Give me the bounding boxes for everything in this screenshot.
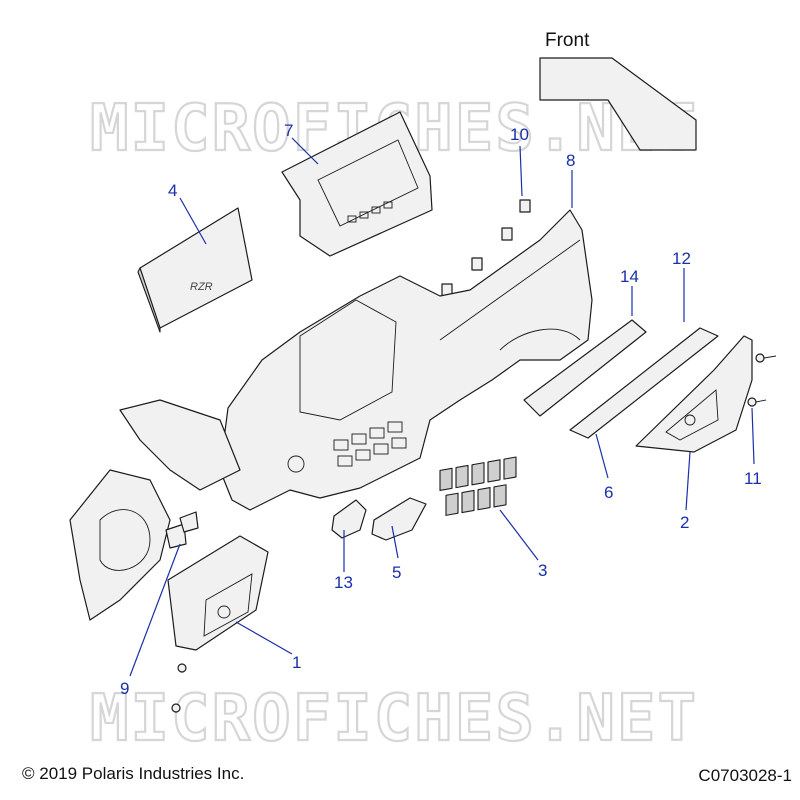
part-11-screws: [747, 353, 777, 407]
callout-7: 7: [284, 121, 293, 140]
svg-text:RZR: RZR: [190, 281, 213, 293]
part-14-rail: [523, 319, 647, 417]
callout-3: 3: [538, 561, 547, 580]
part-6-rail: [569, 327, 719, 439]
part-1-left-panel: [167, 535, 269, 713]
front-label: Front: [545, 30, 590, 51]
part-9-clips: [165, 511, 199, 549]
copyright-notice: © 2019 Polaris Industries Inc.: [22, 764, 245, 783]
drawing-number: C0703028-1: [698, 766, 792, 785]
leader-lines: [129, 137, 755, 677]
callout-1: 1: [292, 653, 301, 672]
part-8-dashboard: [219, 209, 593, 511]
callout-10: 10: [510, 125, 529, 144]
callout-14: 14: [620, 267, 639, 286]
part-4-cover-panel: RZR: [137, 207, 253, 333]
left-bracket: [69, 399, 241, 621]
part-3-vent-inserts: [439, 456, 517, 516]
callout-9: 9: [120, 679, 129, 698]
part-5-bracket: [371, 497, 427, 541]
callout-11: 11: [744, 469, 762, 488]
part-2-right-panel: [635, 335, 753, 453]
callout-6: 6: [604, 483, 613, 502]
callout-8: 8: [566, 151, 575, 170]
callout-2: 2: [680, 513, 689, 532]
callout-labels: 1 2 3 4 5 6 7 8 9 10 11 12 13 14: [120, 121, 762, 698]
callout-5: 5: [392, 563, 401, 582]
part-7-display-bezel: [281, 111, 433, 257]
callout-4: 4: [168, 181, 177, 200]
part-13-bracket: [331, 499, 367, 539]
watermark-bottom: MICROFICHES.NET: [90, 682, 698, 756]
front-arrow: Front: [539, 30, 697, 151]
callout-12: 12: [672, 249, 691, 268]
callout-13: 13: [334, 573, 353, 592]
